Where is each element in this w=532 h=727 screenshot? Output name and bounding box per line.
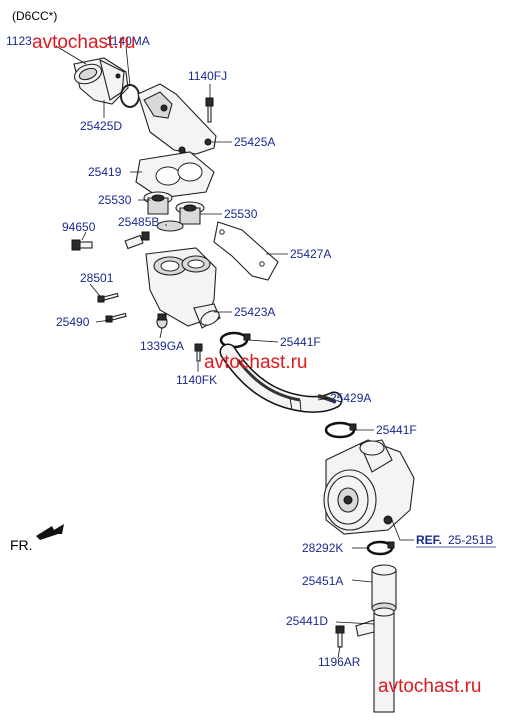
reference-prefix: REF. [416, 533, 442, 547]
label-25451a[interactable]: 25451A [302, 574, 343, 588]
hose-25451a[interactable] [371, 564, 397, 614]
label-1140ma[interactable]: 1140MA [106, 34, 150, 48]
label-28501[interactable]: 28501 [80, 271, 114, 285]
gasket-25419[interactable] [135, 151, 215, 199]
clamp-28292k[interactable] [366, 540, 395, 556]
label-25441d[interactable]: 25441D [286, 614, 328, 628]
leader-lines [55, 45, 414, 659]
label-11239[interactable]: 1123 [6, 34, 32, 48]
label-94650[interactable]: 94650 [62, 220, 96, 234]
label-25429a[interactable]: 25429A [330, 391, 371, 405]
sensor-plug[interactable] [124, 231, 150, 250]
bolt-28501[interactable] [97, 292, 119, 303]
label-28292k[interactable]: 28292K [302, 541, 343, 555]
nut-1339ga[interactable] [156, 313, 168, 329]
thermostat-25530-b[interactable] [175, 201, 205, 225]
label-1196ar[interactable]: 1196AR [318, 655, 361, 669]
label-1339ga[interactable]: 1339GA [140, 339, 184, 353]
watermark-top: avtochast.ru [32, 32, 136, 53]
label-25425d[interactable]: 25425D [80, 119, 122, 133]
watermark-middle: avtochast.ru [204, 352, 308, 373]
label-25419[interactable]: 25419 [88, 165, 122, 179]
front-direction-arrow [36, 524, 64, 540]
label-25423a[interactable]: 25423A [234, 305, 275, 319]
hose-25429a[interactable] [219, 343, 343, 413]
watermark-bottom: avtochast.ru [378, 676, 482, 697]
thermostat-housing-25423a[interactable] [145, 247, 222, 329]
label-1140fj[interactable]: 1140FJ [188, 69, 227, 83]
label-25441f-top[interactable]: 25441F [280, 335, 321, 349]
label-25530-a[interactable]: 25530 [98, 193, 132, 207]
reference-code[interactable]: 25-251B [448, 533, 493, 547]
label-1140fk[interactable]: 1140FK [176, 373, 217, 387]
clamp-25441f-mid[interactable] [324, 421, 357, 439]
label-25441f-mid[interactable]: 25441F [376, 423, 417, 437]
gasket-25485b[interactable] [156, 220, 184, 232]
label-25427a[interactable]: 25427A [290, 247, 331, 261]
sensor-94650[interactable] [71, 239, 93, 251]
reference-link[interactable]: REF. 25-251B [416, 533, 496, 548]
label-25490[interactable]: 25490 [56, 315, 90, 329]
pipe-25441d[interactable] [355, 607, 395, 713]
gasket-25427a[interactable] [213, 221, 279, 281]
bolt-1140fk[interactable] [194, 343, 203, 362]
o-ring-1140ma[interactable] [120, 84, 140, 108]
engine-code: (D6CC*) [12, 9, 57, 23]
bolt-25490[interactable] [105, 312, 127, 323]
elbow-pipe-25425d[interactable] [72, 57, 129, 105]
thermostat-25530-a[interactable] [143, 191, 173, 215]
front-direction-label: FR. [10, 537, 33, 553]
bolt-1196ar[interactable] [335, 625, 345, 648]
water-pump[interactable] [323, 439, 415, 535]
label-25530-b[interactable]: 25530 [224, 207, 258, 221]
water-outlet-housing-25425a[interactable] [137, 83, 217, 155]
label-25485b[interactable]: 25485B [118, 215, 159, 229]
label-25425a[interactable]: 25425A [234, 135, 275, 149]
bolt-1140fj[interactable] [205, 97, 214, 123]
